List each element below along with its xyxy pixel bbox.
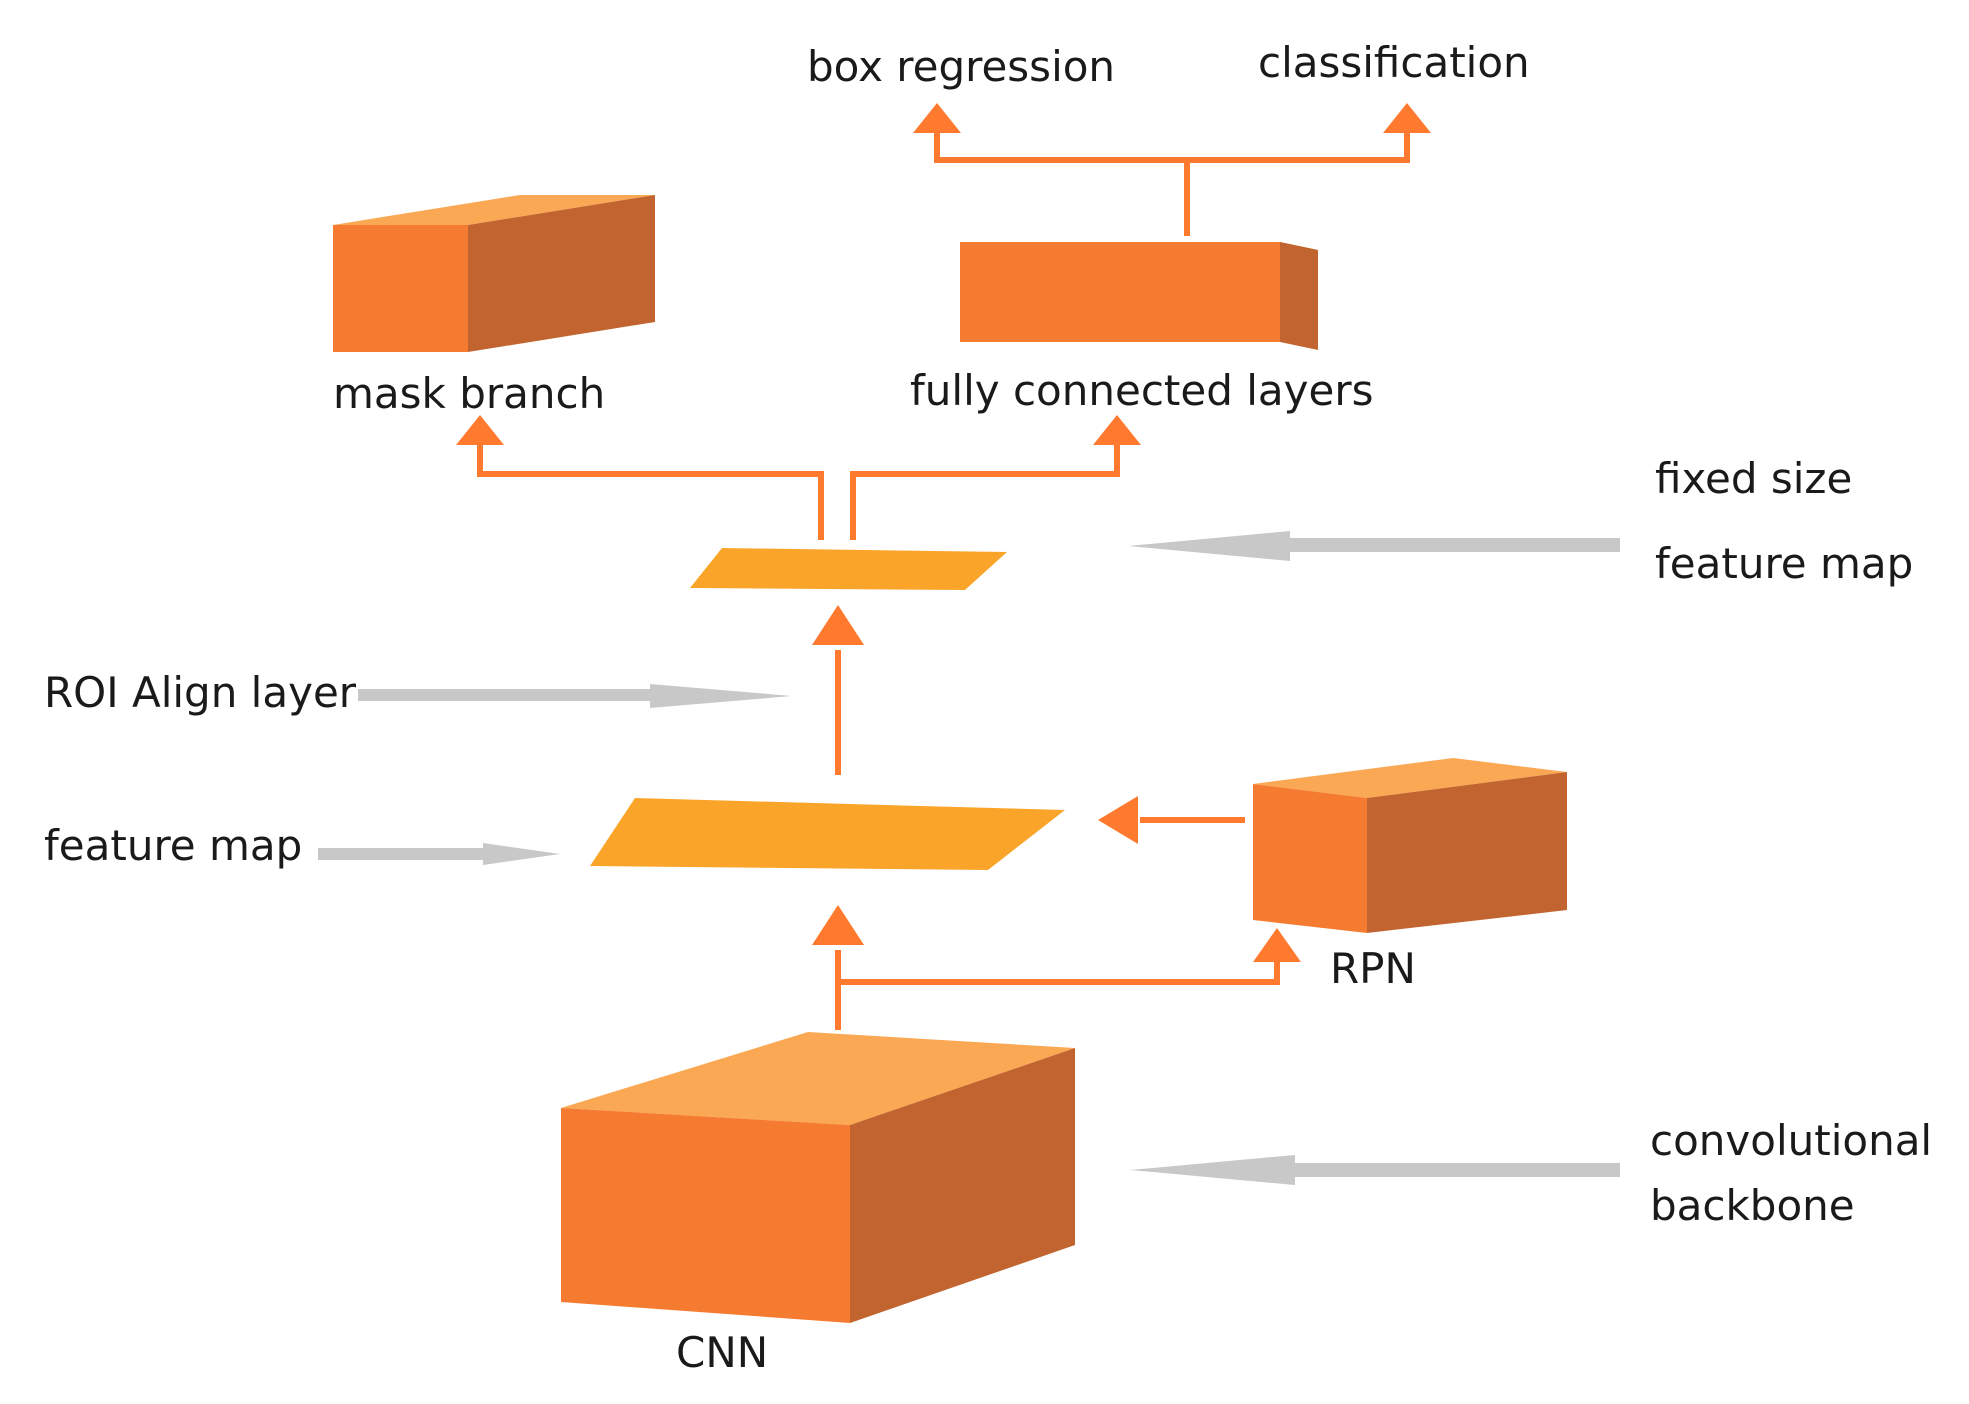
backbone-label: backbone — [1650, 1181, 1855, 1230]
convolutional-label: convolutional — [1650, 1116, 1933, 1165]
pointer-convolutional-backbone — [1130, 1155, 1620, 1185]
roi-align-layer-label: ROI Align layer — [44, 668, 357, 717]
arrowhead-box-regression — [913, 103, 961, 133]
rpn-box — [1253, 758, 1567, 933]
orange-arrowheads — [456, 103, 1431, 962]
arrowhead-rpn-to-feature-map — [1098, 796, 1138, 844]
feature-map-plane — [590, 798, 1065, 870]
rpn-label: RPN — [1330, 944, 1416, 993]
fixed-size-label: fixed size — [1655, 454, 1853, 503]
arrowhead-fixed-feature-map — [812, 605, 864, 645]
arrowhead-fc-layers — [1093, 415, 1141, 445]
fully-connected-layers-box — [960, 242, 1318, 350]
mask-branch-label: mask branch — [333, 369, 606, 418]
arrowhead-mask-branch — [456, 415, 504, 445]
arrowhead-rpn — [1253, 928, 1301, 962]
orange-arrows — [477, 128, 1410, 1030]
cnn-box — [561, 1032, 1075, 1323]
gray-pointers — [318, 531, 1620, 1185]
classification-label: classification — [1258, 38, 1530, 87]
fixed-size-feature-map-plane — [690, 548, 1007, 590]
feature-map-label: feature map — [44, 821, 303, 870]
arrowhead-classification — [1383, 103, 1431, 133]
pointer-roi-align-layer — [358, 684, 792, 708]
fully-connected-layers-label: fully connected layers — [910, 366, 1374, 415]
fixed-feature-map-label: feature map — [1655, 539, 1914, 588]
box-regression-label: box regression — [807, 42, 1116, 91]
pointer-fixed-size-feature-map — [1128, 531, 1620, 561]
cnn-label: CNN — [676, 1328, 769, 1377]
mask-branch-box — [333, 195, 655, 352]
pointer-feature-map — [318, 843, 560, 865]
arrowhead-feature-map — [812, 905, 864, 945]
